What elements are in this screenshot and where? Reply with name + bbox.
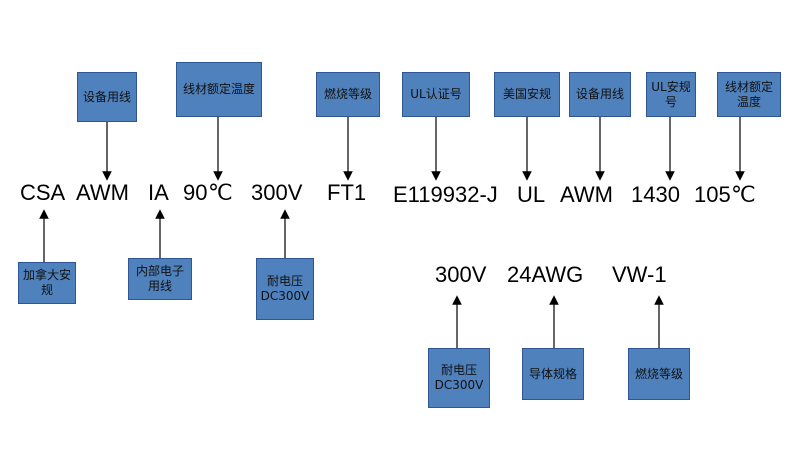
label-canada-safety: 加拿大安规 [18,262,76,304]
code-csa: CSA [20,180,66,205]
code-24awg: 24AWG [507,262,584,287]
label-us-safety: 美国安规 [494,72,560,117]
label-flame-grade-2: 燃烧等级 [628,348,690,400]
label-withstand-voltage-1: 耐电压DC300V [256,258,314,320]
label-wire-rated-temp-2: 线材额定温度 [717,72,781,117]
label-internal-electronic-wire: 内部电子用线 [128,258,192,300]
label-wire-rated-temp-1: 线材额定温度 [176,62,262,117]
code-300v-1: 300V [251,180,303,205]
label-ul-safety-no: UL安规号 [646,72,696,117]
code-awm-2: AWM [560,182,613,207]
code-ia: IA [148,180,169,205]
code-ft1: FT1 [327,180,367,205]
code-90: 90 [183,180,208,205]
label-flame-grade-1: 燃烧等级 [316,72,380,117]
label-equipment-wire-1: 设备用线 [77,72,137,122]
code-105: 105 [694,182,731,207]
code-ul: UL [517,182,546,207]
code-300v-2: 300V [435,262,487,287]
label-withstand-voltage-2: 耐电压DC300V [428,348,490,408]
code-celsius-2: ℃ [731,182,756,207]
code-vw1: VW-1 [612,262,667,287]
code-celsius-1: ℃ [208,180,233,205]
code-1430: 1430 [631,182,680,207]
label-equipment-wire-2: 设备用线 [569,72,631,117]
label-conductor-spec: 导体规格 [522,348,584,400]
code-e119932-j: E119932-J [393,182,498,207]
code-awm-1: AWM [76,180,129,205]
label-ul-cert-no: UL认证号 [402,72,470,117]
